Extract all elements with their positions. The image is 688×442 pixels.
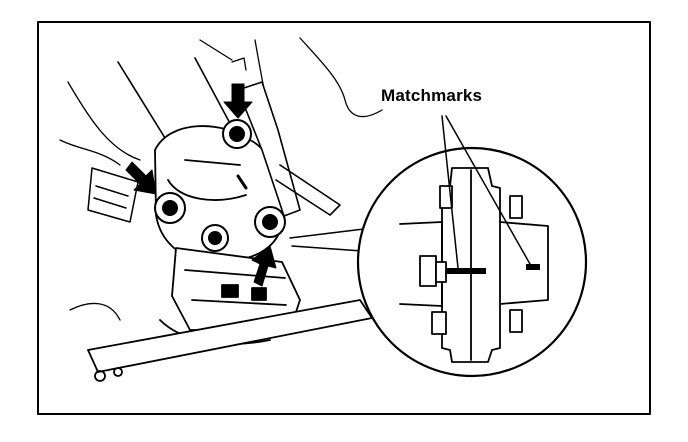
bolt-center	[201, 224, 229, 252]
main-matchmark	[236, 174, 248, 190]
arrow-right	[251, 245, 277, 287]
bolt-top	[222, 119, 252, 149]
bolt-left	[154, 192, 186, 224]
differential-housing	[154, 125, 301, 345]
detail-magnifier	[356, 146, 588, 378]
arrow-top	[223, 83, 253, 119]
matchmarks-leaders	[441, 115, 531, 269]
matchmarks-label: Matchmarks	[381, 86, 483, 105]
bolt-right	[254, 206, 286, 238]
detail-matchmark-left	[446, 268, 486, 274]
arrow-left	[125, 161, 157, 195]
upper-bracket	[237, 81, 341, 217]
side-bracket	[87, 167, 139, 223]
body-outline	[59, 37, 383, 321]
detail-matchmark-right	[526, 264, 540, 270]
